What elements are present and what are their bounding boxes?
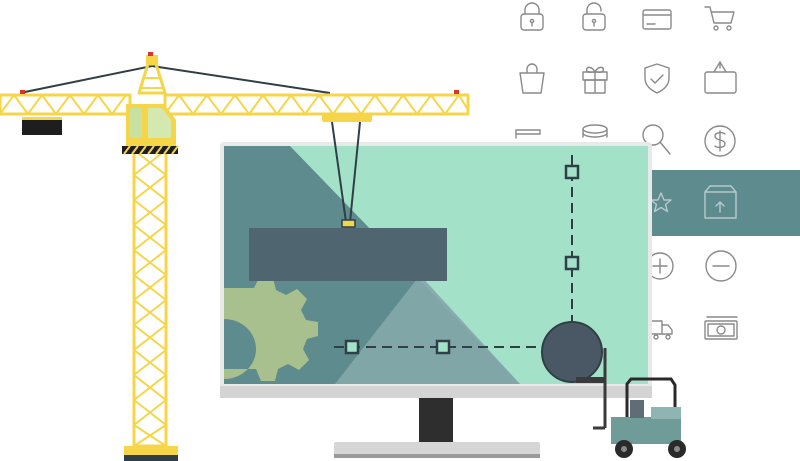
- guide-handles: [344, 164, 580, 355]
- unlock-icon: [582, 2, 606, 31]
- monitor-base: [334, 442, 540, 457]
- main-jib: [163, 90, 470, 116]
- credit-card-icon: [642, 9, 672, 30]
- search-icon: [642, 124, 671, 155]
- lock-icon: [520, 2, 544, 31]
- gear: [224, 278, 318, 381]
- forklift: [576, 348, 686, 458]
- icon-grid: [515, 2, 737, 157]
- cards-icon: [515, 129, 541, 139]
- coins-icon: [582, 124, 608, 138]
- crane-cab: [122, 104, 179, 155]
- delivery-truck-icon: [649, 320, 673, 340]
- tower-crane: [0, 52, 470, 461]
- crane-mast: [124, 148, 178, 461]
- counterweight: [22, 117, 62, 135]
- package-icon: [704, 185, 737, 219]
- hanging-sign-icon: [704, 61, 737, 94]
- crane-hook: [341, 219, 356, 228]
- crane-peak: [137, 52, 167, 95]
- shopping-cart-icon: [704, 6, 735, 31]
- monitor: [220, 142, 652, 458]
- star-icon: [650, 192, 672, 213]
- gift-icon: [582, 66, 608, 94]
- monitor-neck: [419, 398, 453, 446]
- shopping-bag-icon: [519, 63, 545, 94]
- hoisted-bar: [249, 228, 447, 281]
- counter-jib: [0, 90, 132, 135]
- crane-trolley: [322, 114, 372, 228]
- dollar-icon: [704, 125, 736, 157]
- wrecking-ball: [541, 321, 603, 383]
- banknote-icon: [704, 316, 738, 340]
- minus-icon: [705, 250, 737, 282]
- shield-check-icon: [644, 63, 670, 94]
